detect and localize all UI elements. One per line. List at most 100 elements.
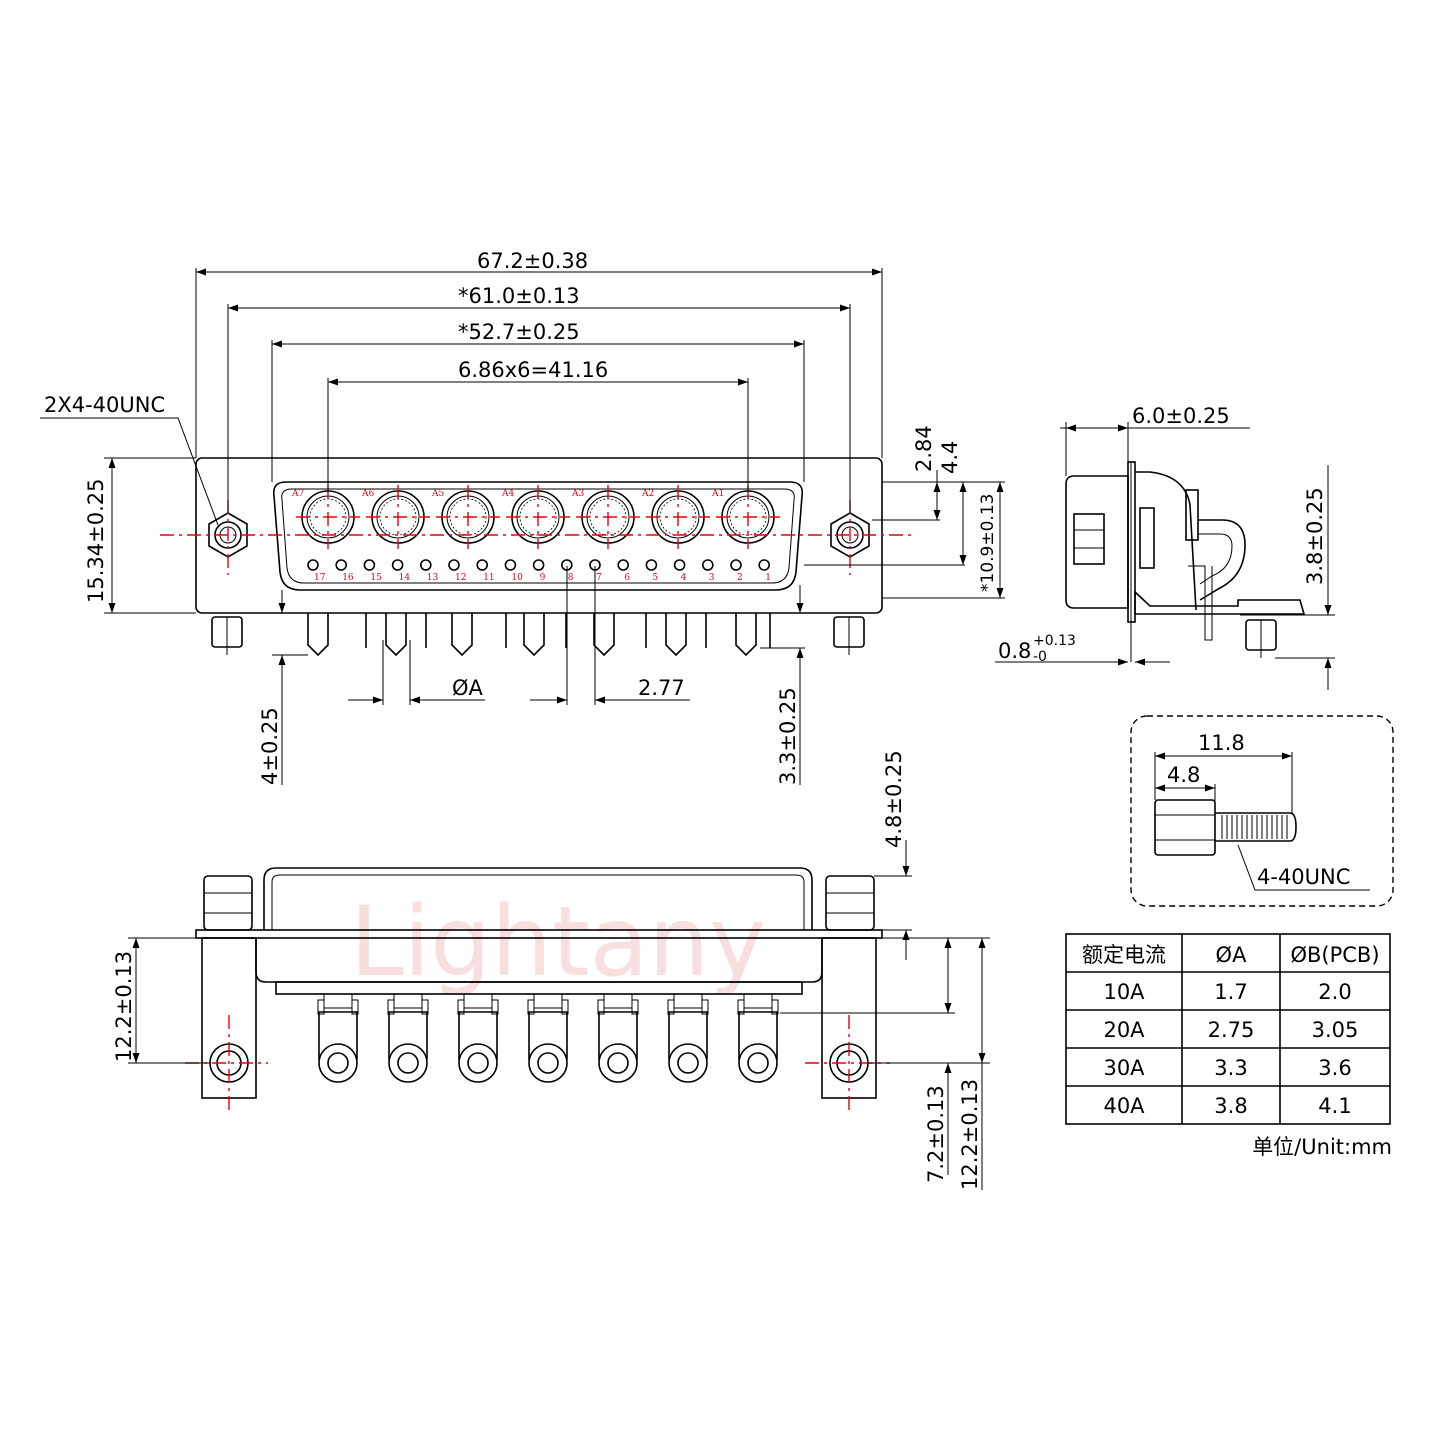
dim-top-offset-b: 4.4 (938, 441, 962, 474)
right-standoff (825, 875, 875, 931)
pcb-contact-tail (667, 993, 709, 1083)
pcb-contact-tail (527, 993, 569, 1083)
table-header-current: 额定电流 (1082, 943, 1166, 967)
front-shell-outer (272, 481, 804, 591)
signal-label: 9 (540, 573, 546, 583)
coax-cavity: A7 (291, 485, 360, 549)
signal-label: 3 (709, 573, 715, 583)
table-cell: 4.1 (1318, 1094, 1351, 1118)
coax-label: A5 (431, 489, 444, 499)
table-cell: 3.6 (1318, 1056, 1351, 1080)
dim-mount-thread: 2X4-40UNC (44, 393, 165, 417)
table-frame (1065, 933, 1391, 1125)
side-body (1135, 471, 1197, 611)
side-elbow-contact (1198, 519, 1246, 601)
current-table: 额定电流 ØA ØB(PCB) 10A 1.7 2.0 20A 2.75 3.0… (1065, 933, 1392, 1159)
side-shell (1065, 475, 1129, 609)
signal-pin: 4 (673, 559, 687, 583)
table-cell: 40A (1103, 1094, 1145, 1118)
coax-cavity: A5 (431, 485, 500, 549)
watermark: Lightany (350, 886, 766, 998)
pcb-contact-tail (457, 993, 499, 1083)
table-header-pin-dia: ØA (1216, 943, 1248, 967)
signal-pin: 6 (617, 559, 630, 583)
signal-pin: 15 (363, 559, 382, 583)
dim-flange: 0.8 (998, 639, 1031, 663)
dim-contact-pitch: 6.86x6=41.16 (458, 358, 608, 382)
signal-label: 4 (681, 573, 687, 583)
dim-flange-tol-minus: -0 (1033, 649, 1047, 665)
signal-pin: 9 (532, 559, 546, 583)
dim-top-offset-a: 2.84 (912, 425, 936, 472)
side-board-lock (1134, 590, 1306, 615)
screw-hex-head (1154, 799, 1216, 856)
dim-height: 15.34±0.25 (84, 479, 108, 603)
coax-label: A4 (501, 489, 514, 499)
dim-left-depth: 12.2±0.13 (112, 951, 136, 1062)
signal-pin: 10 (504, 559, 523, 583)
front-dimensions (40, 268, 1005, 785)
dim-right-tail: 3.3±0.25 (776, 687, 800, 785)
table-header-pcb-dia: ØB(PCB) (1290, 943, 1379, 967)
signal-pin: 5 (645, 559, 658, 583)
unit-note: 单位/Unit:mm (1252, 1135, 1392, 1159)
signal-label: 14 (399, 573, 411, 583)
signal-pin: 12 (448, 559, 466, 583)
dim-standoff-height: 4.8±0.25 (882, 750, 906, 848)
signal-label: 16 (342, 573, 354, 583)
table-cell: 3.3 (1214, 1056, 1247, 1080)
dim-screw-length: 11.8 (1198, 731, 1245, 755)
dim-left-tail: 4±0.25 (258, 707, 282, 785)
dim-flange-tol-plus: +0.13 (1033, 633, 1076, 649)
signal-label: 10 (511, 573, 523, 583)
dim-pcb-height: 3.8±0.25 (1303, 487, 1327, 585)
coax-label: A1 (711, 489, 724, 499)
table-cell: 10A (1103, 980, 1145, 1004)
signal-pin: 13 (419, 559, 439, 583)
signal-pin: 8 (560, 559, 574, 583)
table-cell: 20A (1103, 1018, 1145, 1042)
dim-row-spacing: *10.9±0.13 (978, 494, 998, 592)
signal-label: 5 (652, 573, 658, 583)
signal-label: 8 (568, 573, 574, 583)
side-nut (1073, 513, 1105, 565)
coax-cavity: A3 (571, 485, 640, 549)
bottom-view: 4.8±0.25 12.2±0.13 7.2±0.13 12.2±0.13 (112, 750, 990, 1190)
signal-pin: 17 (307, 559, 326, 583)
signal-pin: 14 (391, 559, 411, 583)
dim-right-depth: 12.2±0.13 (958, 1079, 982, 1190)
signal-label: 2 (737, 573, 743, 583)
table-cell: 2.0 (1318, 980, 1351, 1004)
dim-mount-spacing: *61.0±0.13 (458, 284, 580, 308)
dim-overall-width: 67.2±0.38 (477, 249, 588, 273)
coax-label: A6 (361, 489, 374, 499)
signal-label: 1 (765, 573, 771, 583)
dim-screw-head: 4.8 (1167, 763, 1200, 787)
coax-label: A2 (641, 489, 654, 499)
dim-screw-thread: 4-40UNC (1257, 865, 1350, 889)
signal-label: 7 (596, 573, 602, 583)
pcb-contact-tail (317, 993, 359, 1083)
left-standoff (203, 875, 253, 931)
front-shell-inner (281, 488, 795, 584)
screw-detail: 11.8 4.8 4-40UNC (1130, 715, 1394, 907)
signal-pin: 16 (335, 559, 354, 583)
bottom-contacts (317, 993, 779, 1083)
table-cell: 3.05 (1312, 1018, 1359, 1042)
signal-pin: 1 (758, 559, 771, 583)
signal-label: 17 (314, 573, 326, 583)
side-view: 6.0±0.25 3.8±0.25 0.8 +0.13 -0 (995, 404, 1335, 690)
signal-label: 11 (483, 573, 494, 583)
dim-side-depth: 6.0±0.25 (1132, 404, 1230, 428)
coax-cavity: A1 (711, 485, 780, 549)
dim-shell-width: *52.7±0.25 (458, 320, 580, 344)
signal-contacts: 17 16 15 14 13 12 11 10 9 8 7 6 5 4 3 2 1 (307, 559, 771, 583)
pcb-contact-tail (597, 993, 639, 1083)
signal-label: 12 (455, 573, 466, 583)
screw-detail-frame (1130, 715, 1394, 907)
table-cell: 1.7 (1214, 980, 1247, 1004)
signal-label: 6 (624, 573, 630, 583)
